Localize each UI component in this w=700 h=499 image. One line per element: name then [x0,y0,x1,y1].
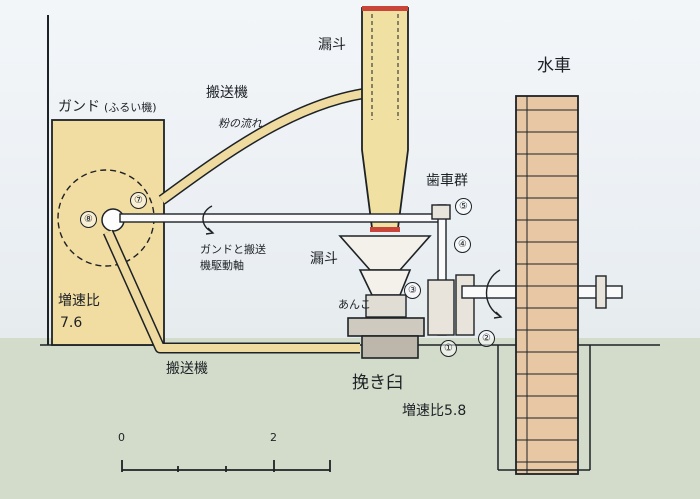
speed-ratio-right-label: 増速比5.8 [402,404,466,418]
mortar-label: 挽き臼 [352,375,403,392]
millstone-lower [362,336,418,358]
water-wheel-label: 水車 [537,58,571,75]
gear-disc-upper [432,205,450,219]
anko-label: あんこ [338,299,371,310]
tall-hopper [362,8,408,228]
marker-2: ② [478,330,495,347]
lower-funnel [340,236,430,270]
marker-1: ① [440,340,457,357]
gear-disc-lower [428,280,454,335]
marker-7: ⑦ [130,192,147,209]
flour-flow-label: 粉の流れ [218,118,262,129]
upper-conveyor-tube [162,92,375,200]
speed-ratio-left-value: 7.6 [60,316,82,330]
funnel-lower-label: 漏斗 [310,252,338,266]
drive-shaft-label-line2: 機駆動軸 [200,260,244,271]
drive-shaft [120,214,445,222]
sieve-machine-label: ガンド [58,100,100,114]
sieve-machine-sub-label: (ふるい機) [104,102,157,113]
gear-disc-right [456,275,474,335]
speed-ratio-left-label: 増速比 [58,294,100,308]
scale-end-label: 2 [270,432,277,443]
funnel-top-label: 漏斗 [318,38,346,52]
ground-area [0,338,700,499]
conveyor-lower-label: 搬送機 [166,362,208,376]
millstone-upper [348,318,424,336]
drive-shaft-label-line1: ガンドと搬送 [200,244,266,255]
gear-group-label: 歯車群 [426,174,468,188]
marker-3: ③ [404,282,421,299]
marker-4: ④ [454,236,471,253]
conveyor-upper-label: 搬送機 [206,86,248,100]
marker-5: ⑤ [455,198,472,215]
anko-block [366,295,406,317]
scale-start-label: 0 [118,432,125,443]
water-wheel [516,96,578,474]
marker-8: ⑧ [80,211,97,228]
